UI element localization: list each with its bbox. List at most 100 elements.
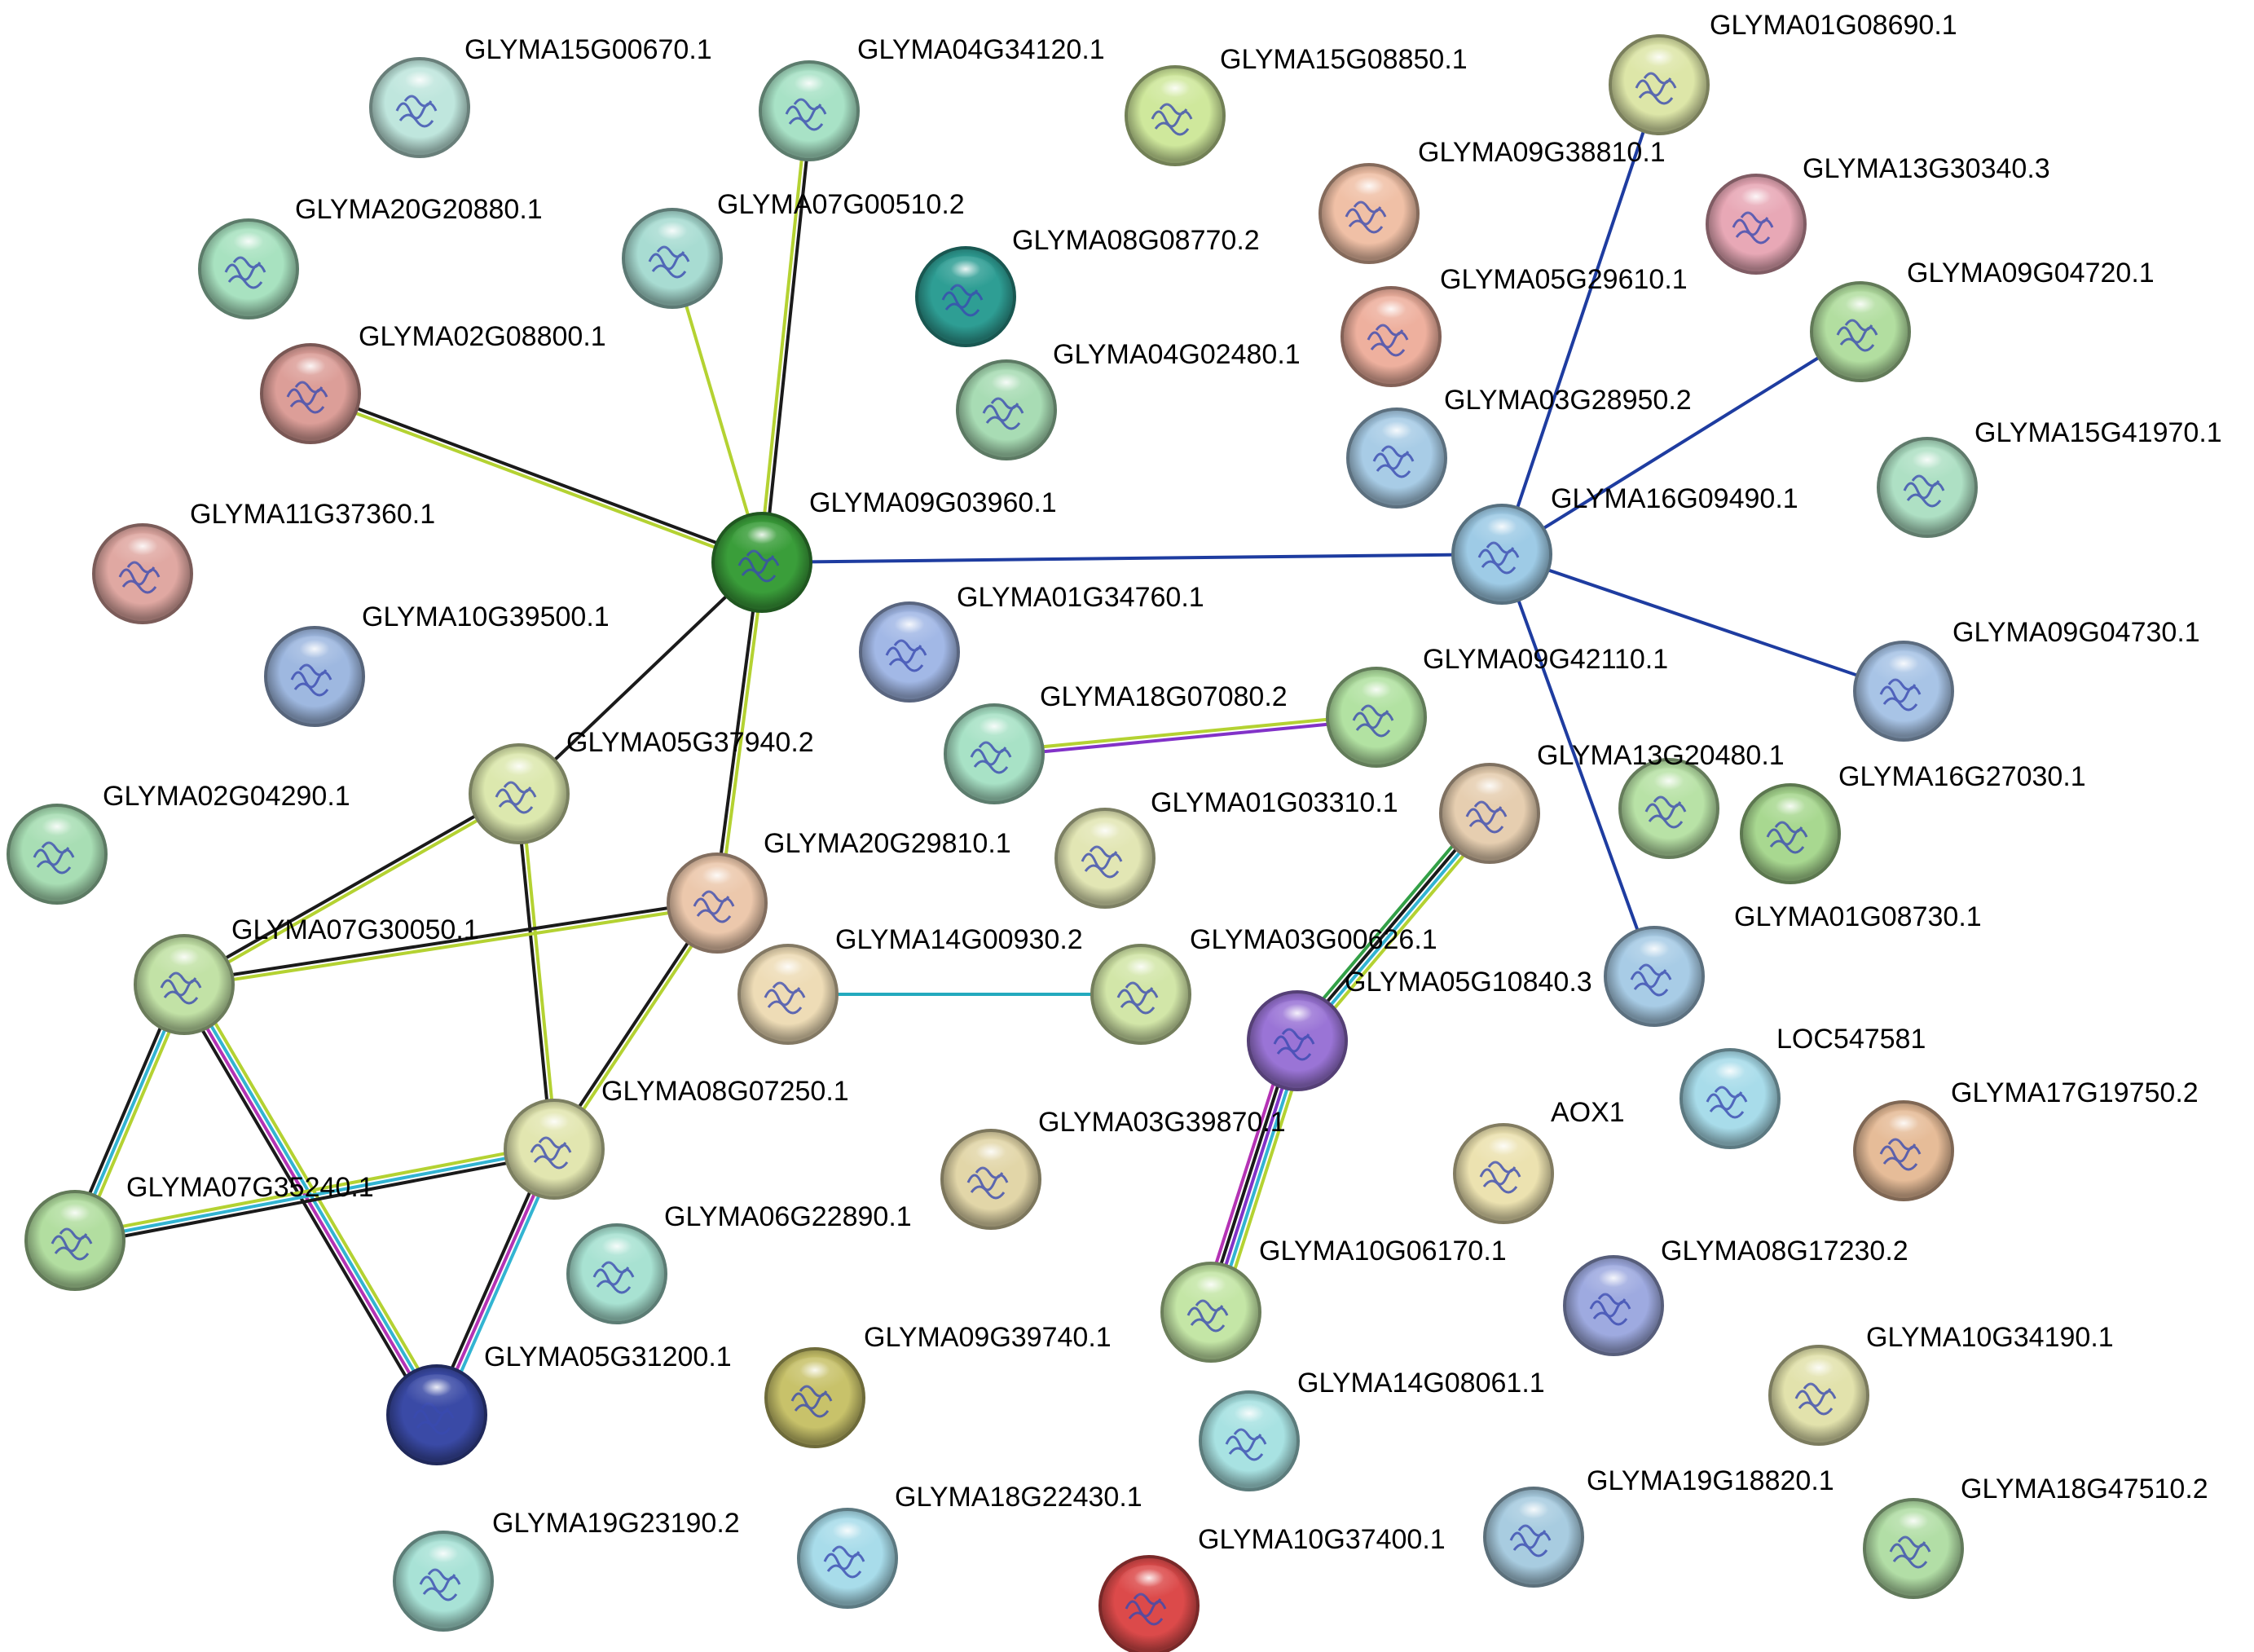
node-glyma-unl-tan[interactable]	[737, 944, 839, 1045]
node-highlight	[963, 713, 1025, 751]
node-glyma15g41970-1[interactable]: GLYMA15G41970.1	[1877, 417, 2222, 538]
node-label: GLYMA01G08730.1	[1734, 901, 1982, 932]
node-glyma01g34760-1[interactable]: GLYMA01G34760.1	[859, 582, 1204, 703]
edge-strand-yellow_green	[717, 562, 766, 904]
node-glyma09g04730-1[interactable]: GLYMA09G04730.1	[1853, 617, 2200, 742]
node-glyma01g08730-1[interactable]: GLYMA01G08730.1	[1604, 901, 1982, 1027]
node-glyma03g39870-1[interactable]: GLYMA03G39870.1	[940, 1107, 1286, 1230]
node-glyma02g04290-1[interactable]: GLYMA02G04290.1	[7, 781, 350, 905]
node-glyma17g19750-2[interactable]: GLYMA17G19750.2	[1853, 1077, 2199, 1201]
node-glyma10g37400-1[interactable]: GLYMA10G37400.1	[1098, 1524, 1446, 1652]
node-label: GLYMA03G28950.2	[1444, 385, 1692, 416]
node-glyma16g09490-1[interactable]: GLYMA16G09490.1	[1451, 483, 1798, 605]
node-highlight	[1471, 513, 1533, 551]
node-glyma09g04720-1[interactable]: GLYMA09G04720.1	[1810, 258, 2155, 382]
node-label: GLYMA09G04720.1	[1907, 258, 2155, 289]
edge-glyma05g37940-2-glyma08g07250-1	[515, 793, 558, 1150]
node-glyma06g22890-1[interactable]: GLYMA06G22890.1	[566, 1201, 912, 1324]
node-glyma18g22430-1[interactable]: GLYMA18G22430.1	[797, 1482, 1142, 1609]
node-glyma07g30050-1[interactable]: GLYMA07G30050.1	[134, 914, 479, 1035]
node-aox1[interactable]: AOX1	[1453, 1097, 1625, 1224]
node-glyma19g23190-2[interactable]: GLYMA19G23190.2	[393, 1508, 740, 1632]
node-highlight	[1266, 1000, 1328, 1037]
node-highlight	[878, 611, 940, 649]
node-glyma05g10840-3[interactable]: GLYMA05G10840.3	[1247, 967, 1592, 1091]
node-glyma03g00626-1[interactable]: GLYMA03G00626.1	[1190, 924, 1437, 955]
edge-glyma09g03960-1-glyma-unl-peach	[713, 562, 766, 904]
edge-glyma09g03960-1-glyma07g00510-2	[671, 258, 764, 563]
edge-glyma09g03960-1-glyma04g34120-1	[758, 110, 813, 563]
node-highlight	[1725, 183, 1787, 221]
node-loc547581[interactable]: LOC547581	[1679, 1024, 1926, 1149]
node-highlight	[1699, 1058, 1761, 1095]
node-highlight	[1338, 173, 1400, 210]
node-glyma14g08061-1[interactable]: GLYMA14G08061.1	[1199, 1368, 1545, 1491]
node-glyma07g35240-1[interactable]: GLYMA07G35240.1	[24, 1172, 374, 1291]
node-highlight	[389, 67, 451, 104]
node-highlight	[1638, 768, 1700, 805]
node-label: GLYMA16G09490.1	[1551, 483, 1798, 514]
node-glyma18g07080-2[interactable]: GLYMA18G07080.2	[944, 681, 1288, 804]
node-glyma20g29810-1[interactable]: GLYMA20G29810.1	[764, 808, 1156, 909]
node-label: LOC547581	[1776, 1024, 1926, 1055]
edge-strand-yellow_green	[671, 258, 764, 563]
node-glyma10g39500-1[interactable]: GLYMA10G39500.1	[264, 601, 610, 727]
node-glyma10g34190-1[interactable]: GLYMA10G34190.1	[1768, 1322, 2114, 1446]
node-label: GLYMA01G34760.1	[957, 582, 1204, 613]
node-label: GLYMA09G03960.1	[809, 487, 1057, 518]
node-label: GLYMA03G00626.1	[1190, 924, 1437, 955]
edge-strand-black	[515, 794, 554, 1150]
node-highlight	[218, 228, 280, 266]
node-highlight	[1118, 1565, 1180, 1602]
node-glyma08g07250-1[interactable]: GLYMA08G07250.1	[504, 1076, 849, 1200]
node-glyma10g06170-1[interactable]: GLYMA10G06170.1	[1160, 1236, 1507, 1363]
node-glyma13g30340-3[interactable]: GLYMA13G30340.3	[1706, 153, 2050, 275]
node-label: GLYMA07G30050.1	[231, 914, 479, 945]
node-glyma19g18820-1[interactable]: GLYMA19G18820.1	[1483, 1465, 1834, 1588]
node-highlight	[1829, 291, 1891, 328]
edge-strand-black	[310, 390, 764, 562]
edge-glyma16g09490-1-glyma01g08690-1	[1500, 84, 1661, 555]
node-glyma05g29610-1[interactable]: GLYMA05G29610.1	[1341, 264, 1688, 387]
node-glyma01g08690-1[interactable]: GLYMA01G08690.1	[1609, 10, 1957, 135]
node-glyma09g38810-1[interactable]: GLYMA09G38810.1	[1319, 137, 1666, 264]
node-glyma18g47510-2[interactable]: GLYMA18G47510.2	[1863, 1474, 2208, 1599]
edge-strand-purple	[994, 717, 1377, 758]
node-label: GLYMA04G02480.1	[1053, 339, 1301, 370]
node-glyma08g17230-2[interactable]: GLYMA08G17230.2	[1563, 1236, 1908, 1356]
node-glyma08g08770-2[interactable]: GLYMA08G08770.2	[915, 225, 1260, 347]
node-glyma20g20880-1[interactable]: GLYMA20G20880.1	[198, 194, 543, 319]
node-glyma09g42110-1[interactable]: GLYMA09G42110.1	[1326, 644, 1668, 768]
node-glyma15g00670-1[interactable]: GLYMA15G00670.1	[369, 34, 712, 158]
node-highlight	[1110, 954, 1172, 991]
node-glyma-unl-peach[interactable]	[667, 852, 768, 954]
node-glyma04g02480-1[interactable]: GLYMA04G02480.1	[956, 339, 1301, 460]
node-glyma05g31200-1[interactable]: GLYMA05G31200.1	[386, 1341, 732, 1465]
node-glyma09g03960-1[interactable]: GLYMA09G03960.1	[711, 487, 1057, 613]
node-label: GLYMA11G37360.1	[190, 499, 435, 530]
node-glyma09g39740-1[interactable]: GLYMA09G39740.1	[764, 1322, 1112, 1448]
node-glyma15g08850-1[interactable]: GLYMA15G08850.1	[1125, 44, 1468, 166]
node-label: GLYMA01G03310.1	[1151, 787, 1398, 818]
node-highlight	[1873, 1110, 1935, 1148]
node-glyma03g28950-2[interactable]: GLYMA03G28950.2	[1346, 385, 1692, 509]
node-glyma05g37940-2[interactable]: GLYMA05G37940.2	[469, 727, 814, 844]
node-highlight	[1503, 1496, 1565, 1534]
node-glyma14g00930-2[interactable]: GLYMA14G00930.2	[835, 924, 1191, 1045]
node-glyma02g08800-1[interactable]: GLYMA02G08800.1	[260, 321, 606, 444]
edge-strand-yellow_green	[993, 713, 1376, 754]
node-glyma13g20480-1[interactable]: GLYMA13G20480.1	[1537, 740, 1785, 859]
edge-strand-cyan	[74, 1148, 555, 1242]
node-glyma16g27030-1[interactable]: GLYMA16G27030.1	[1740, 761, 2086, 884]
node-glyma11g37360-1[interactable]: GLYMA11G37360.1	[92, 499, 435, 624]
node-label: GLYMA18G22430.1	[895, 1482, 1142, 1513]
node-highlight	[406, 1374, 468, 1412]
node-label: GLYMA19G23190.2	[492, 1508, 740, 1539]
node-label: GLYMA14G08061.1	[1297, 1368, 1545, 1399]
node-glyma07g00510-2[interactable]: GLYMA07G00510.2	[622, 189, 965, 309]
node-highlight	[1345, 676, 1407, 714]
node-glyma04g34120-1[interactable]: GLYMA04G34120.1	[759, 34, 1105, 161]
node-glyma01g03310-1[interactable]: GLYMA01G03310.1	[1151, 763, 1540, 864]
node-highlight	[1074, 817, 1136, 855]
